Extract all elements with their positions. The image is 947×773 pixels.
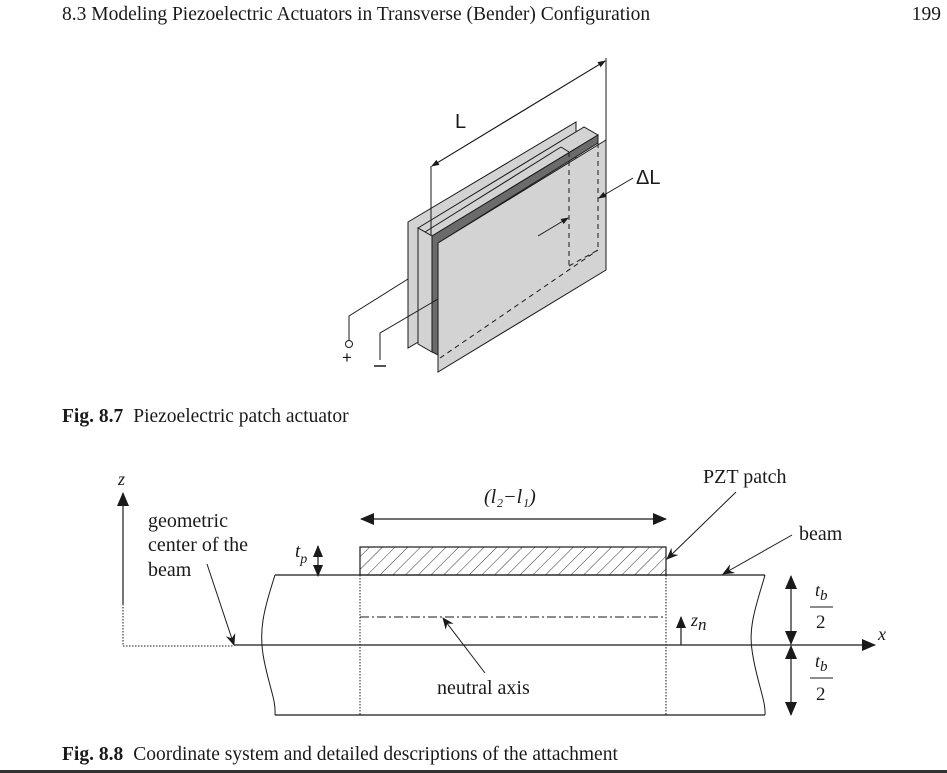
tb-upper-numerator: tb [815, 580, 828, 604]
neutral-axis-label: neutral axis [437, 677, 530, 699]
pzt-patch-label: PZT patch [703, 466, 787, 488]
delta-l-arrow-outer [598, 177, 634, 199]
figure-8-7-caption-text: Piezoelectric patch actuator [133, 406, 349, 427]
positive-wire [348, 278, 409, 340]
dashed-bottom-edge [439, 249, 599, 359]
z-axis-label: z [117, 469, 125, 489]
delta-l-arrow-inner [537, 217, 569, 237]
tb-upper-t: t [815, 580, 821, 600]
pzt-patch-pointer [666, 491, 737, 560]
tp-sub: p [299, 552, 307, 567]
tb-lower-numerator: tb [815, 651, 828, 675]
tb-upper-sub: b [820, 588, 828, 604]
plus-label: + [342, 348, 352, 367]
beam-right-break [750, 574, 766, 716]
zn-label: zn [690, 610, 707, 634]
ground-wire [379, 298, 439, 360]
front-electrode-plate [437, 139, 607, 373]
figure-8-7: L ΔL + [342, 58, 660, 373]
beam-left-break [261, 574, 276, 716]
patch-length-label: (l₂−l₁) [484, 486, 536, 508]
pzt-patch [359, 546, 667, 576]
dotted-offset [122, 604, 234, 647]
geometric-center-pointer [206, 563, 236, 646]
tp-label: tp [295, 541, 307, 567]
tp-main: t [295, 541, 301, 562]
tb-lower-t: t [815, 651, 821, 671]
figure-8-8-label: Fig. 8.8 [62, 744, 124, 765]
neutral-axis-pointer [442, 617, 486, 674]
tb-lower-sub: b [820, 659, 828, 675]
geometric-center-label-line2: center of the [148, 534, 248, 556]
page-bottom-rule [0, 770, 947, 773]
zn-sub: n [698, 615, 707, 634]
zn-main: z [690, 610, 698, 630]
page-number: 199 [911, 4, 941, 25]
figure-8-7-caption: Fig. 8.7 Piezoelectric patch actuator [62, 406, 349, 428]
delta-length-label: ΔL [636, 167, 660, 189]
tb-upper-denominator: 2 [816, 612, 826, 633]
positive-terminal [345, 340, 353, 348]
figure-8-7-label: Fig. 8.7 [62, 406, 124, 427]
figure-8-8-caption-text: Coordinate system and detailed descripti… [133, 744, 618, 765]
length-label: L [455, 111, 466, 133]
x-axis-label: x [877, 624, 886, 644]
geometric-center-label-line3: beam [148, 559, 192, 581]
figure-8-8-caption: Fig. 8.8 Coordinate system and detailed d… [62, 744, 618, 766]
beam-label: beam [799, 523, 843, 545]
running-head: 8.3 Modeling Piezoelectric Actuators in … [62, 4, 651, 25]
geometric-center-label-line1: geometric [148, 510, 228, 532]
beam-pointer [722, 534, 793, 575]
tb-lower-denominator: 2 [816, 684, 826, 705]
